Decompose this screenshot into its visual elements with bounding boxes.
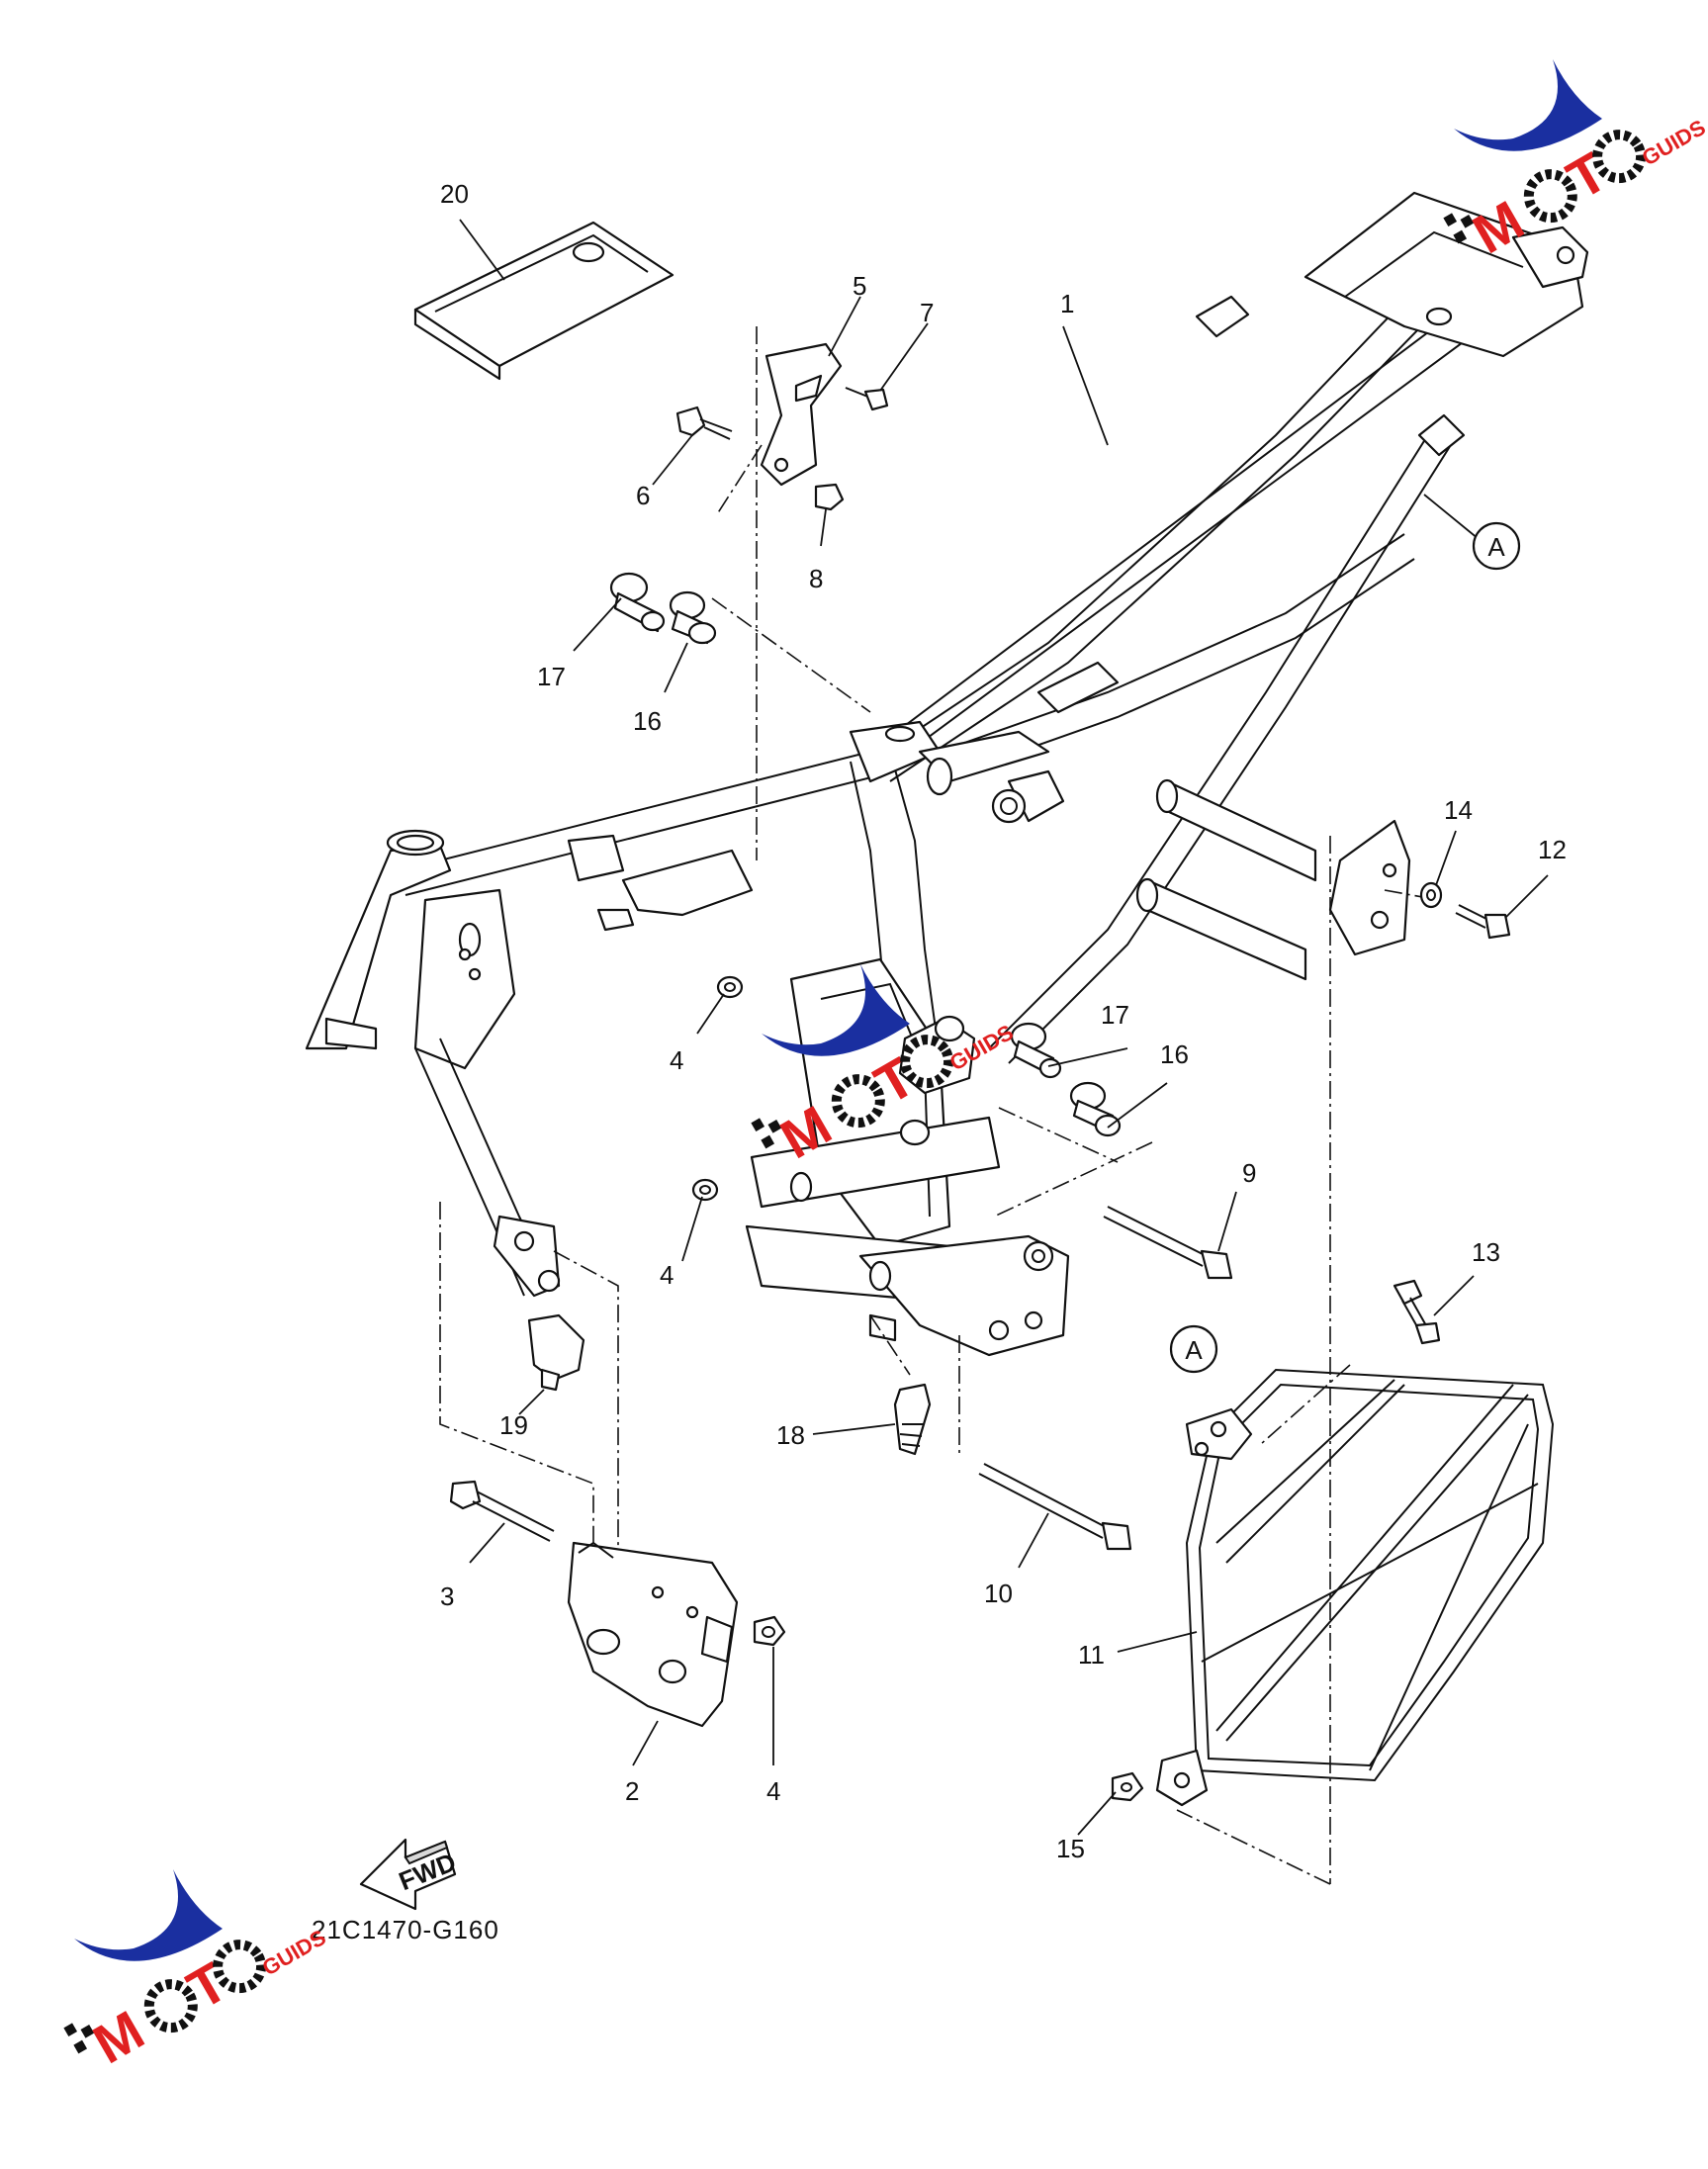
part-14-washer: [1419, 881, 1443, 909]
part-19-clip: [527, 1313, 585, 1392]
engine-mount-assembly: [745, 957, 1070, 1357]
part-16-bushing-lower: [1069, 1081, 1122, 1137]
callout-12: 12: [1538, 835, 1567, 864]
callout-17-upper: 17: [537, 662, 566, 691]
part-10-bolt: [978, 1463, 1132, 1551]
part-2-bracket: [567, 1541, 739, 1728]
callout-17-lower: 17: [1101, 1000, 1129, 1030]
callout-20: 20: [440, 179, 469, 209]
assembly-lines: [439, 326, 1440, 1885]
watermark-logo-bottom-left: M T GUIDS: [63, 1869, 330, 2075]
part-5-bracket: [760, 342, 843, 487]
svg-text:T: T: [1557, 140, 1617, 212]
callout-19: 19: [499, 1410, 528, 1440]
svg-text:A: A: [1185, 1335, 1203, 1365]
callout-15: 15: [1056, 1834, 1085, 1863]
ref-marker-a-upper: A: [1472, 521, 1521, 571]
svg-text:T: T: [177, 1950, 237, 2022]
callout-9: 9: [1242, 1158, 1256, 1188]
fwd-arrow: FWD: [359, 1838, 460, 1911]
part-13-bolt: [1393, 1279, 1441, 1345]
callout-6: 6: [636, 481, 650, 510]
svg-text:GUIDS: GUIDS: [258, 1925, 330, 1980]
callout-14: 14: [1444, 795, 1473, 825]
callout-10: 10: [984, 1579, 1013, 1608]
callout-4-mid: 4: [660, 1260, 674, 1290]
part-8-nut: [814, 483, 845, 511]
part-3-bolt: [449, 1480, 555, 1542]
part-12-bolt: [1455, 904, 1511, 940]
callout-1: 1: [1060, 289, 1074, 318]
part-6-bolt: [675, 406, 733, 440]
callout-16-lower: 16: [1160, 1039, 1189, 1069]
callout-4-upper: 4: [670, 1045, 683, 1075]
svg-text:GUIDS: GUIDS: [1638, 115, 1708, 170]
svg-text:A: A: [1487, 532, 1505, 562]
part-11-guard: [1155, 1368, 1555, 1807]
part-15-nut: [1111, 1771, 1144, 1802]
ref-marker-a-lower: A: [1169, 1324, 1218, 1374]
callout-numbers: 1 2 3 4 4 4 5 6 7 8 9 10 11 12 13 14 15 …: [440, 179, 1567, 1863]
main-frame: [305, 191, 1589, 1298]
callout-7: 7: [920, 298, 934, 327]
part-16-bushing-upper: [669, 590, 717, 645]
part-9-bolt: [1103, 1206, 1233, 1280]
svg-text:M: M: [83, 1998, 154, 2075]
callout-4-lower: 4: [766, 1776, 780, 1806]
leader-lines: [459, 219, 1549, 1836]
callout-16-upper: 16: [633, 706, 662, 736]
part-7-bolt: [845, 387, 889, 411]
callout-11: 11: [1078, 1640, 1105, 1670]
part-20-pad: [413, 221, 674, 381]
drawing-code: 21C1470-G160: [312, 1915, 499, 1944]
part-18-sensor: [893, 1383, 932, 1456]
part-4-washer-mid: [691, 1178, 719, 1202]
part-4-nut-lower: [753, 1615, 786, 1647]
part-4-washer-upper: [716, 975, 744, 999]
callout-18: 18: [776, 1420, 805, 1450]
part-17-bushing-upper: [609, 572, 666, 633]
callout-3: 3: [440, 1582, 454, 1611]
callout-5: 5: [853, 271, 866, 301]
part-17-bushing-lower: [1010, 1022, 1062, 1079]
callout-13: 13: [1472, 1237, 1500, 1267]
callout-8: 8: [809, 564, 823, 593]
callout-2: 2: [625, 1776, 639, 1806]
